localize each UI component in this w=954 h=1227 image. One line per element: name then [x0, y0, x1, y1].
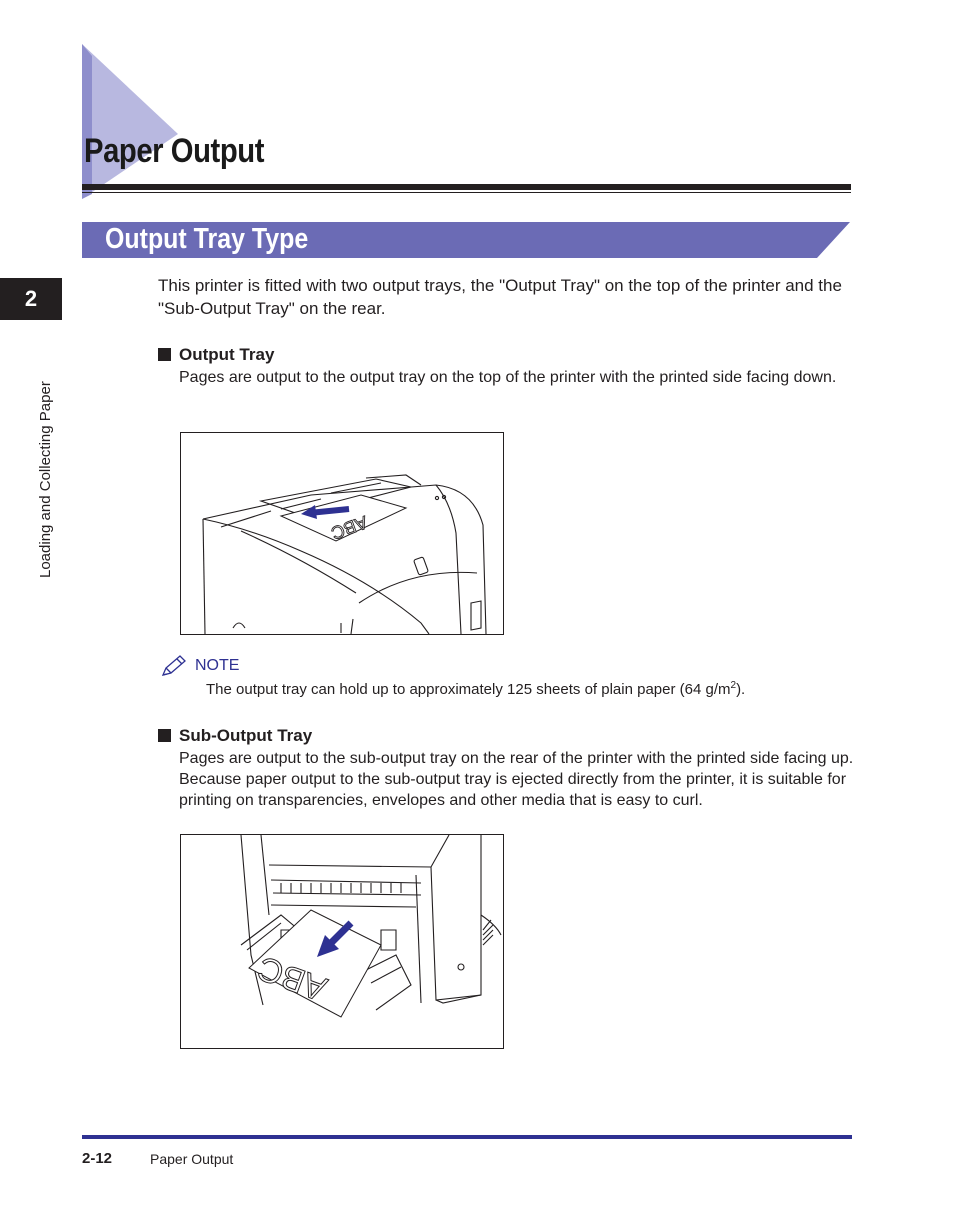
sub-output-tray-illustration: ABC [180, 834, 504, 1049]
page-number: 2-12 [82, 1150, 113, 1167]
section-header-bar [82, 222, 850, 258]
square-bullet-icon [158, 348, 171, 361]
note-text-superscript: 2 [730, 680, 737, 691]
output-tray-description: Pages are output to the output tray on t… [179, 369, 837, 386]
sub-output-tray-heading: Sub-Output Tray [158, 726, 312, 746]
note-text: The output tray can hold up to approxima… [206, 680, 745, 698]
note-text-end: ). [736, 681, 746, 698]
chapter-side-label: Loading and Collecting Paper [37, 381, 54, 578]
output-tray-heading-text: Output Tray [179, 345, 275, 364]
chapter-tab: 2 [0, 278, 62, 320]
printer-rear-illustration: ABC [240, 835, 502, 1018]
printer-top-illustration: ABC [202, 474, 487, 634]
arrow-icon [317, 935, 339, 957]
sub-output-tray-description: Pages are output to the sub-output tray … [179, 750, 854, 809]
note-label: NOTE [195, 657, 240, 674]
chapter-title-rule-thin [82, 192, 851, 193]
corner-triangle-decoration [82, 44, 178, 199]
output-tray-heading: Output Tray [158, 345, 274, 365]
chapter-title-rule [82, 184, 851, 190]
section-intro: This printer is fitted with two output t… [158, 276, 842, 318]
chapter-title: Paper Output [84, 132, 265, 170]
sub-output-tray-heading-text: Sub-Output Tray [179, 726, 313, 745]
square-bullet-icon [158, 729, 171, 742]
output-tray-illustration: ABC [180, 432, 504, 635]
note-text-main: The output tray can hold up to approxima… [206, 681, 731, 698]
arrow-icon [301, 505, 317, 519]
footer-rule [82, 1135, 852, 1139]
footer-title: Paper Output [150, 1151, 234, 1167]
section-title: Output Tray Type [105, 223, 309, 255]
note-pencil-icon [161, 655, 186, 676]
